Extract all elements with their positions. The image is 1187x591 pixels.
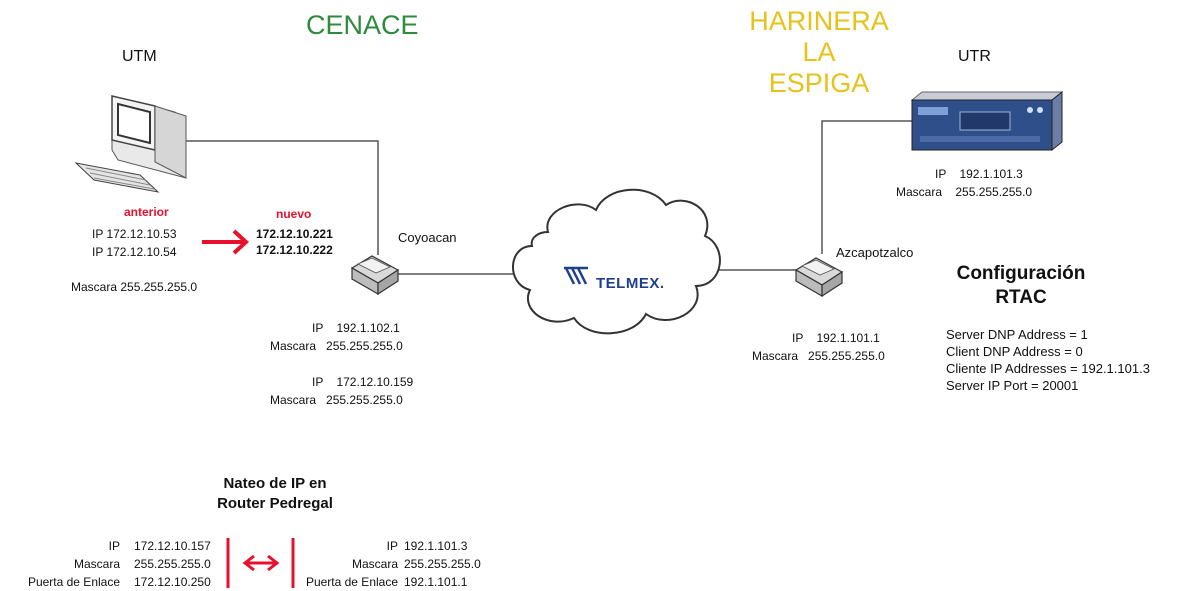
link-utm-coyoacan bbox=[185, 140, 379, 255]
new-ip-2: 172.12.10.222 bbox=[256, 243, 333, 257]
old-ip-label: anterior bbox=[124, 205, 169, 219]
site-title-cenace: CENACE bbox=[306, 10, 419, 40]
rtu-device-icon bbox=[910, 90, 1064, 152]
utm-mask: Mascara 255.255.255.0 bbox=[71, 280, 198, 294]
nat-key: Mascara bbox=[351, 557, 398, 571]
rtac-config-title: Configuración RTAC bbox=[956, 263, 1086, 308]
azcapotzalco-label: Azcapotzalco bbox=[836, 245, 914, 260]
nat-left-row: IP 172.12.10.157 bbox=[6, 537, 211, 555]
nat-value: 172.12.10.157 bbox=[134, 539, 211, 553]
computer-icon bbox=[74, 95, 187, 193]
nat-value: 255.255.255.0 bbox=[134, 557, 211, 571]
rtac-config-lines: Server DNP Address = 1 Client DNP Addres… bbox=[946, 326, 1150, 394]
nat-key: Mascara bbox=[73, 557, 120, 571]
new-ip-label: nuevo bbox=[276, 207, 312, 221]
coyoacan-mask-2: Mascara 255.255.255.0 bbox=[270, 393, 403, 407]
nat-left-row: Mascara 255.255.255.0 bbox=[6, 555, 211, 573]
rtac-config-line: Client DNP Address = 0 bbox=[946, 344, 1083, 359]
nat-right-row: IP 192.1.101.3 bbox=[298, 537, 481, 555]
nat-right-table: IP 192.1.101.3 Mascara 255.255.255.0 Puert… bbox=[298, 537, 481, 591]
arrow-old-to-new-icon bbox=[202, 229, 249, 255]
azcapotzalco-mask: Mascara 255.255.255.0 bbox=[752, 349, 885, 363]
nat-left-row: Puerta de Enlace 172.12.10.250 bbox=[6, 573, 211, 591]
nat-key: IP bbox=[108, 539, 120, 553]
nat-key: Puerta de Enlace bbox=[27, 575, 120, 589]
link-azcapotzalco-utr bbox=[821, 120, 912, 254]
router-coyoacan-icon bbox=[350, 255, 400, 296]
rtac-config-line: Cliente IP Addresses = 192.1.101.3 bbox=[946, 361, 1150, 376]
router-azcapotzalco-icon bbox=[794, 257, 844, 298]
utr-mask: Mascara 255.255.255.0 bbox=[896, 185, 1033, 199]
rtac-config-line: Server IP Port = 20001 bbox=[946, 378, 1079, 393]
coyoacan-mask-1: Mascara 255.255.255.0 bbox=[270, 339, 403, 353]
nat-key: Puerta de Enlace bbox=[305, 575, 398, 589]
nat-value: 192.1.101.3 bbox=[404, 539, 468, 553]
nat-value: 255.255.255.0 bbox=[404, 557, 481, 571]
nat-key: IP bbox=[386, 539, 398, 553]
utm-label: UTM bbox=[122, 48, 157, 65]
rtac-config-line: Server DNP Address = 1 bbox=[946, 327, 1088, 342]
azcapotzalco-ip: IP 192.1.101.1 bbox=[792, 331, 880, 345]
old-ip-2: IP 172.12.10.54 bbox=[92, 245, 177, 259]
new-ip-1: 172.12.10.221 bbox=[256, 227, 333, 241]
nat-title: Nateo de IP en Router Pedregal bbox=[217, 475, 333, 512]
site-title-harinera: HARINERA LA ESPIGA bbox=[749, 6, 889, 98]
cloud-icon bbox=[512, 188, 721, 335]
telmex-logo-icon bbox=[564, 266, 588, 285]
coyoacan-ip-2: IP 172.12.10.159 bbox=[312, 375, 414, 389]
nat-left-table: IP 172.12.10.157 Mascara 255.255.255.0 Pue… bbox=[6, 537, 211, 591]
coyoacan-label: Coyoacan bbox=[398, 230, 457, 245]
nat-double-arrow-icon bbox=[226, 538, 295, 588]
nat-right-row: Mascara 255.255.255.0 bbox=[298, 555, 481, 573]
nat-value: 172.12.10.250 bbox=[134, 575, 211, 589]
old-ip-1: IP 172.12.10.53 bbox=[92, 227, 177, 241]
telmex-brand: TELMEX. bbox=[596, 275, 665, 292]
nat-right-row: Puerta de Enlace 192.1.101.1 bbox=[298, 573, 481, 591]
coyoacan-ip-1: IP 192.1.102.1 bbox=[312, 321, 400, 335]
utr-label: UTR bbox=[958, 48, 991, 65]
utr-ip: IP 192.1.101.3 bbox=[935, 167, 1023, 181]
nat-value: 192.1.101.1 bbox=[404, 575, 468, 589]
